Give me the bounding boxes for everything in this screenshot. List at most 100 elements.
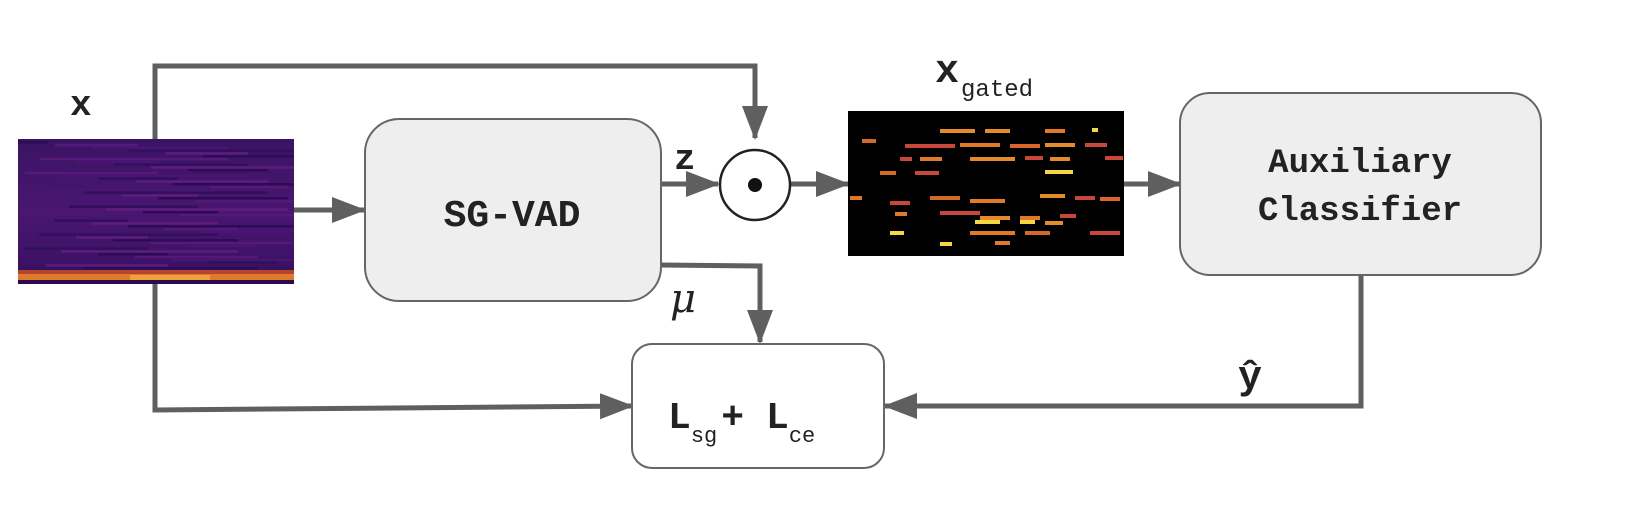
gated-segment (880, 171, 896, 175)
spectrogram-streak (106, 208, 288, 211)
classifier-line2: Classifier (1258, 193, 1462, 231)
spectrogram-streak (62, 174, 248, 178)
gated-segment (1040, 194, 1065, 198)
spectrogram-streak (180, 213, 294, 217)
gated-segment (1045, 129, 1065, 133)
spectrogram-streak (39, 233, 218, 236)
spectrogram-streak (203, 155, 294, 158)
gated-segment (1090, 231, 1120, 235)
spectrogram-streak (61, 250, 238, 253)
gated-segment (940, 211, 980, 215)
spectrogram-streak (40, 157, 228, 161)
spectrogram-streak (18, 141, 48, 144)
gated-segment (1075, 196, 1095, 200)
gated-segment (890, 201, 910, 205)
mu-label: μ (670, 276, 696, 322)
gated-segment (850, 196, 862, 200)
spectrogram-streak (47, 188, 178, 192)
spectrogram-streak (210, 185, 288, 189)
spectrogram-streak (150, 241, 294, 245)
spectrogram-streak (92, 146, 228, 150)
spectrogram-streak (91, 222, 218, 225)
gated-segment (1050, 157, 1070, 161)
gated-segment (1100, 197, 1120, 201)
gated-segment (890, 231, 904, 235)
spectrogram-streak (202, 230, 294, 234)
spectrogram-streak (195, 199, 294, 203)
connectors (152, 63, 1364, 420)
spectrogram-streak (54, 219, 128, 222)
spectrogram-streak (165, 227, 238, 231)
gated-segment (1020, 220, 1035, 224)
gated-label: xgated (935, 50, 1033, 104)
spectrogram-streak (166, 152, 248, 155)
gated-segment (1010, 144, 1040, 148)
spectrogram-streak (69, 205, 198, 208)
spectrogram-streak (143, 211, 218, 214)
spectrogram-streak (24, 247, 148, 250)
gated-segment (1105, 156, 1123, 160)
spectrogram-streak (114, 163, 248, 166)
spectrogram-streak (172, 258, 294, 262)
mu-arrow (659, 262, 773, 344)
gated-segment (900, 157, 912, 161)
classifier-line1: Auxiliary (1268, 145, 1452, 183)
spectrogram-streak (32, 202, 108, 206)
input-to-loss-arrow (152, 284, 634, 420)
z-label: z (674, 139, 696, 180)
sgvad-box: SG-VAD (364, 118, 662, 302)
spectrogram-streak (55, 143, 138, 147)
gated-segment (1060, 214, 1076, 218)
spectrogram-streak (113, 239, 238, 242)
sgvad-label: SG-VAD (444, 195, 581, 238)
spectrogram-streak (129, 149, 294, 152)
gated-segment (930, 196, 960, 200)
spectrogram-streak (83, 267, 258, 270)
gated-segment (995, 241, 1010, 245)
gated-segment (975, 220, 1000, 224)
spectrogram-streak (136, 180, 268, 183)
gated-segment (985, 129, 1010, 133)
gated-segment (970, 157, 1015, 161)
gated-segment (940, 129, 975, 133)
spectrogram-streak (173, 183, 294, 186)
prediction-arrow (883, 276, 1364, 419)
gated-segment (915, 171, 939, 175)
gated-segment (970, 199, 1005, 203)
prediction-label: ŷ (1238, 356, 1262, 401)
bypass-arrow (152, 63, 768, 140)
loss-box: Lsg+Lce (631, 343, 885, 469)
gated-segment (905, 144, 955, 148)
gated-segment (1025, 156, 1043, 160)
spectrogram-streak (84, 191, 268, 194)
gated-segment (1092, 128, 1098, 132)
spectrogram-streak (128, 225, 294, 228)
spectrogram-streak (188, 169, 268, 172)
gated-segment (1025, 231, 1050, 235)
gated-segment (980, 216, 1010, 220)
gated-spectrogram (848, 111, 1124, 256)
spectrogram-streak (209, 261, 278, 264)
spectrogram-streak (158, 197, 288, 200)
spectrogram-streak (99, 177, 178, 180)
gating-operator (718, 148, 792, 222)
spectrogram-streak (76, 236, 148, 239)
gated-segment (940, 242, 952, 246)
gated-segment (1020, 216, 1040, 220)
spectrogram-streak (25, 171, 158, 175)
input-label: x (70, 85, 92, 126)
gated-segment (920, 157, 942, 161)
gated-segment (1045, 170, 1073, 174)
spectrogram-streak (135, 255, 258, 259)
gated-segment (960, 143, 1000, 147)
gated-segment (1085, 143, 1107, 147)
classifier-box: Auxiliary Classifier (1179, 92, 1542, 276)
spectrogram-streak (46, 264, 168, 267)
input-spectrogram (18, 139, 294, 284)
gated-segment (1045, 143, 1075, 147)
loss-expression: Lsg+Lce (668, 397, 815, 449)
spectrogram-streak (98, 253, 168, 256)
spectrogram-streak (151, 166, 294, 169)
gated-segment (970, 231, 1015, 235)
